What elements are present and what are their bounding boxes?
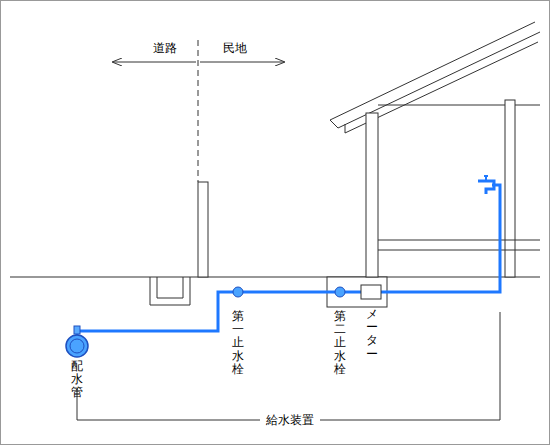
part-label: メーター [366, 308, 378, 361]
bracket-label: 給水装置 [260, 412, 320, 429]
part-label: 配水管 [71, 360, 83, 400]
region-label: 道路 [153, 40, 177, 57]
part-label: 第二止水栓 [334, 310, 346, 376]
region-label: 民地 [223, 40, 247, 57]
part-label: 第一止水栓 [232, 310, 244, 376]
